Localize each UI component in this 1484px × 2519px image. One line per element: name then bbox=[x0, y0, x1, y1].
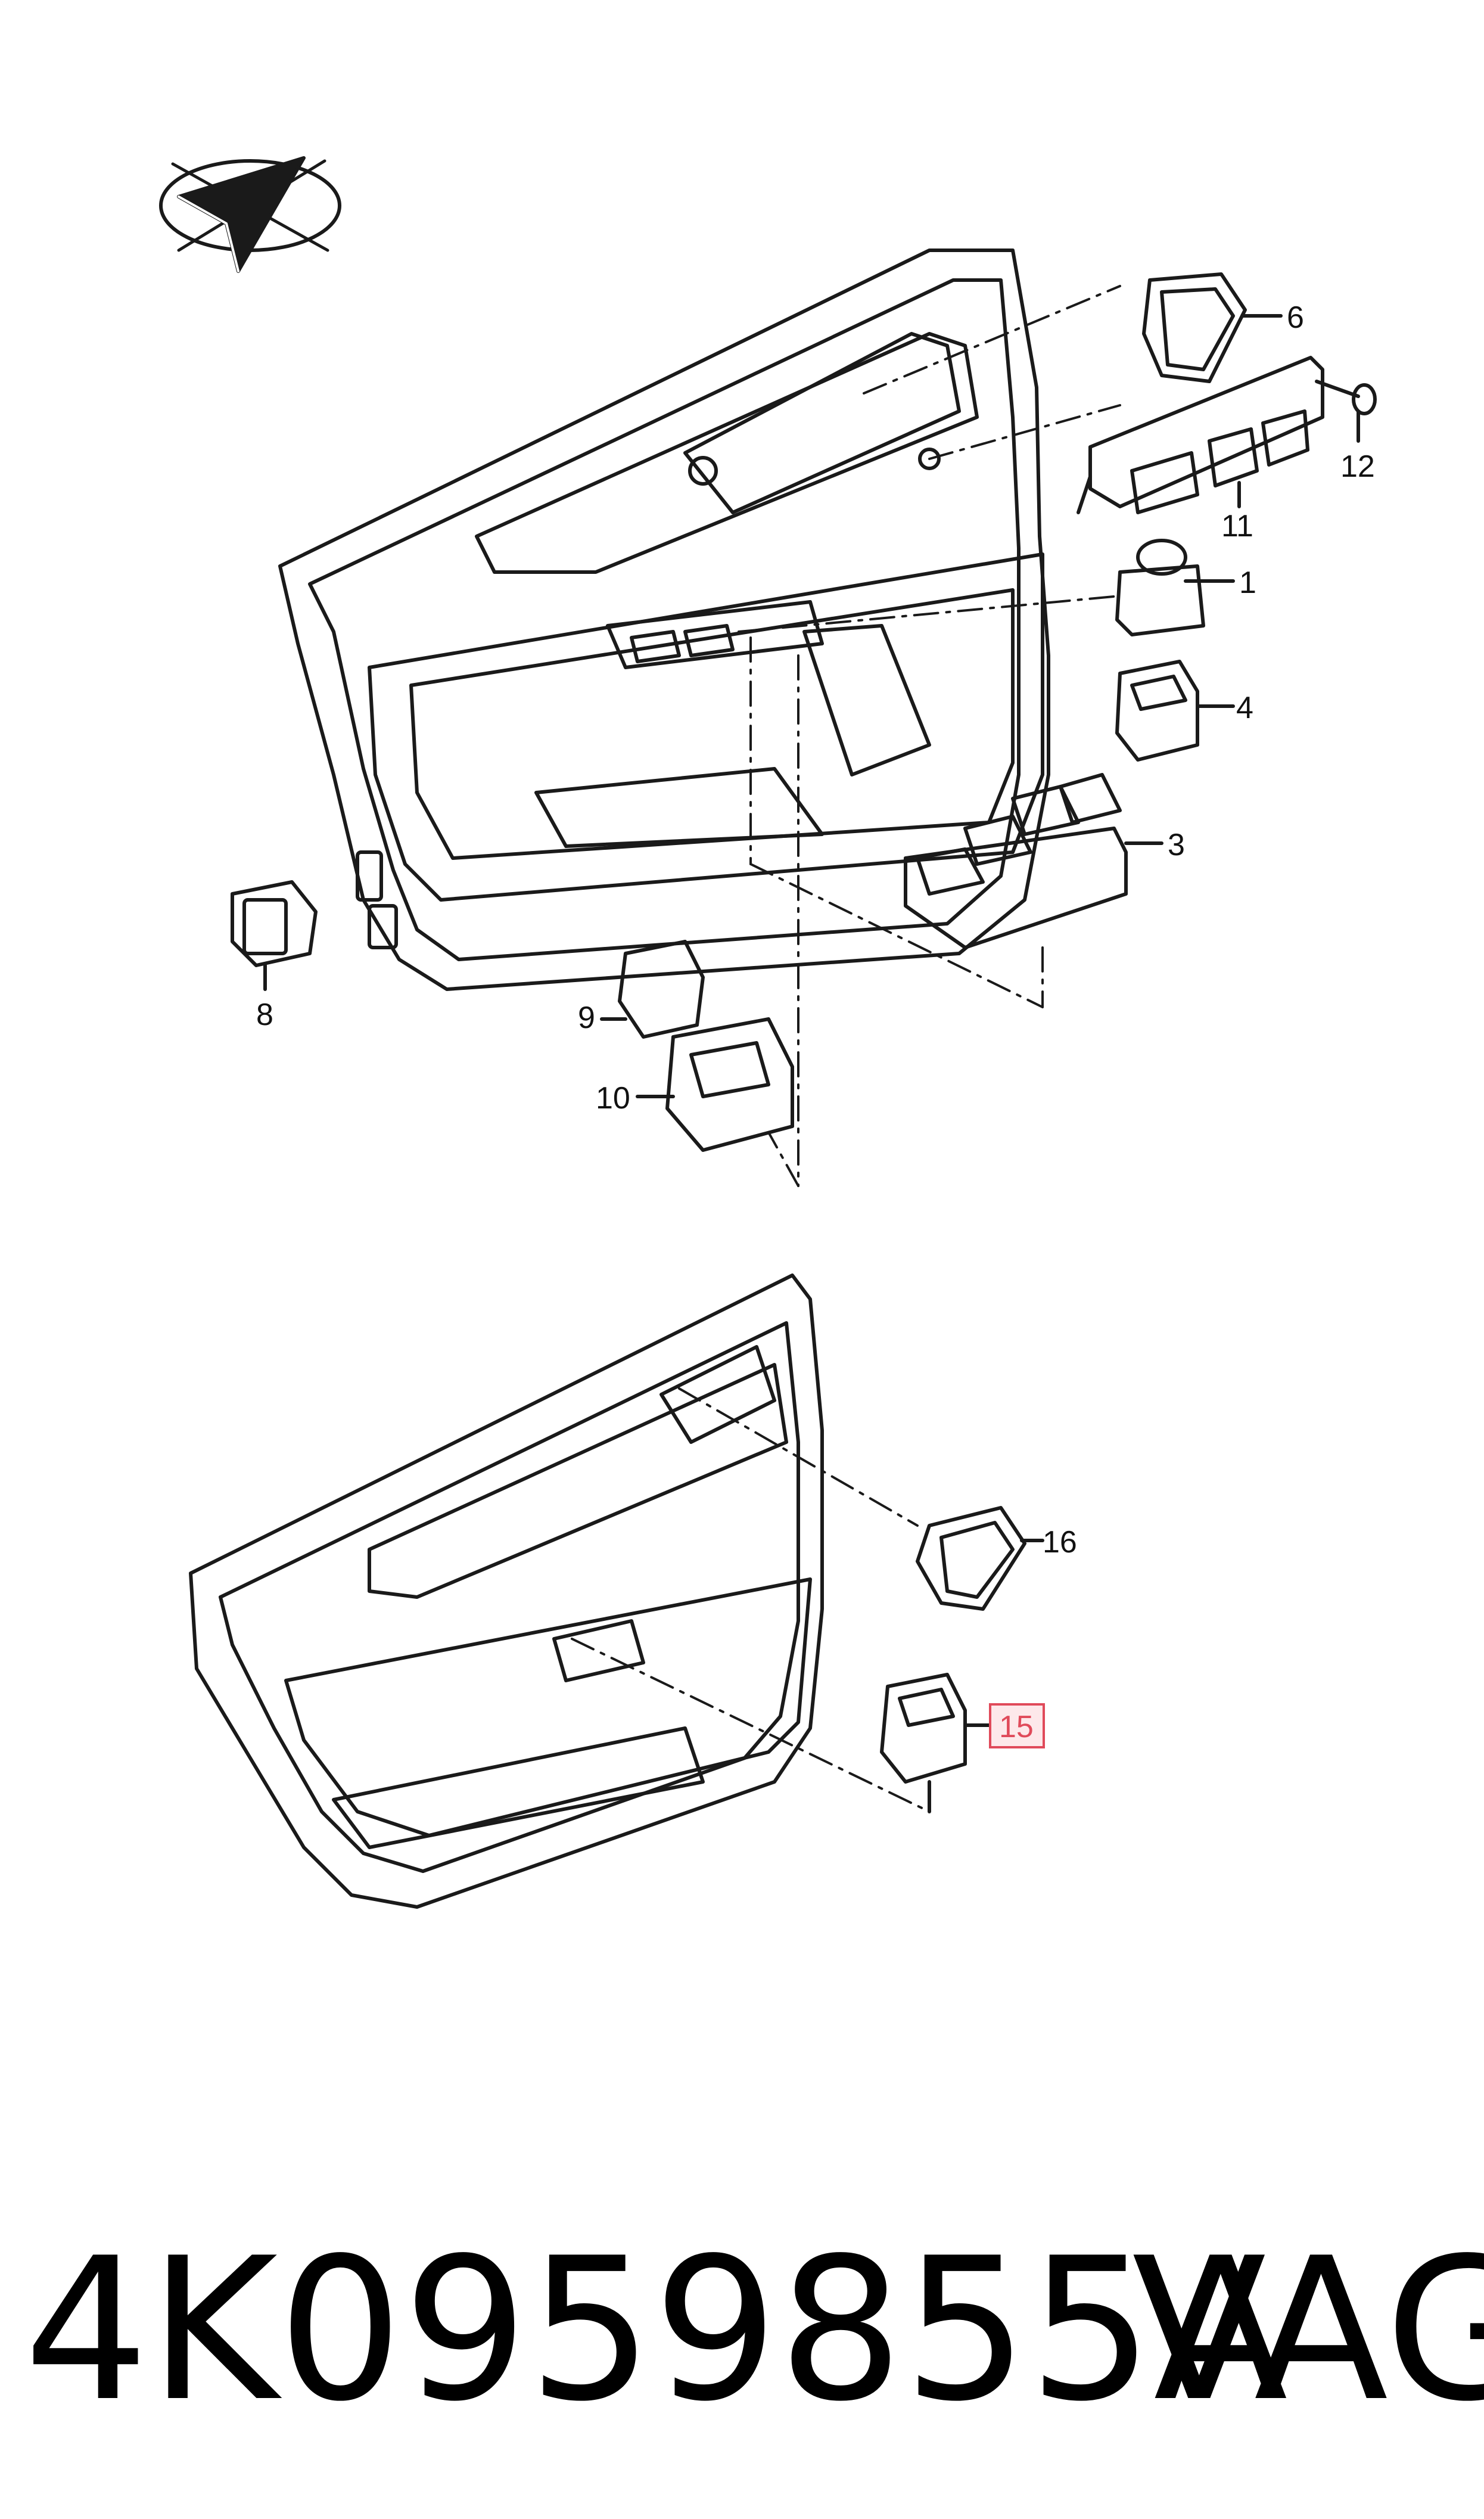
part-8-switch bbox=[231, 880, 318, 991]
callout-15: 15 bbox=[999, 1710, 1034, 1744]
part-15-switch bbox=[880, 1673, 991, 1813]
callout-1: 1 bbox=[1239, 566, 1256, 600]
callout-6: 6 bbox=[1287, 300, 1304, 335]
part-number: 4K0959855A bbox=[24, 2216, 1288, 2445]
part-16-switch bbox=[916, 1506, 1044, 1611]
callout-12: 12 bbox=[1340, 449, 1375, 484]
part-4-switch bbox=[1115, 660, 1235, 762]
callout-11: 11 bbox=[1221, 509, 1253, 543]
part-3-window-switch-block bbox=[904, 773, 1163, 949]
part-1-mirror-knob bbox=[1115, 539, 1235, 636]
callout-labels: 6 12 11 1 4 3 8 9 10 16 15 bbox=[256, 300, 1375, 1748]
callout-9: 9 bbox=[578, 1001, 595, 1035]
orientation-logo bbox=[159, 156, 341, 273]
callout-3: 3 bbox=[1168, 828, 1185, 862]
part-6-switch bbox=[1142, 272, 1283, 383]
part-9-switch bbox=[600, 940, 705, 1039]
part-11-switch-strip bbox=[1077, 356, 1324, 514]
callout-16: 16 bbox=[1043, 1525, 1077, 1560]
caption: 4K0959855A VAG bbox=[24, 2216, 1484, 2445]
callout-10: 10 bbox=[596, 1081, 630, 1116]
part-10-bezel bbox=[636, 1017, 794, 1152]
callout-8: 8 bbox=[256, 998, 273, 1032]
callout-4: 4 bbox=[1236, 691, 1253, 725]
front-door-panel bbox=[278, 249, 1050, 991]
leader-lines bbox=[571, 285, 1121, 1813]
rear-door-panel bbox=[189, 1274, 824, 1909]
part-12-screw bbox=[1315, 380, 1377, 443]
brand-name: VAG bbox=[1132, 2216, 1484, 2445]
callout-15-highlight bbox=[989, 1703, 1045, 1748]
